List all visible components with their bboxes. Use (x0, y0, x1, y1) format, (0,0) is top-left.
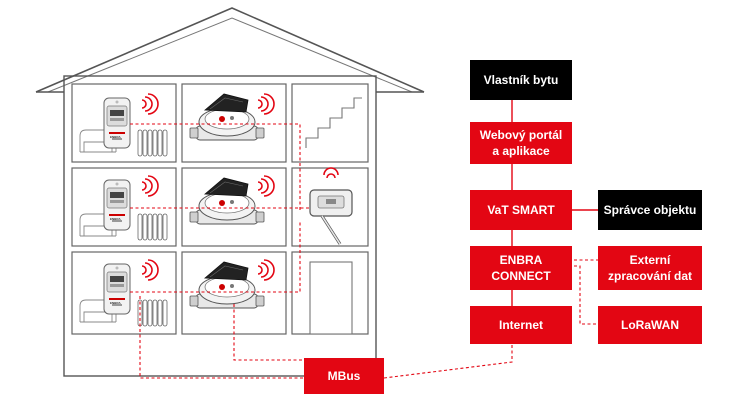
heat-meter-icon (103, 263, 131, 315)
node-internet-label: Internet (499, 318, 543, 332)
heat-meter-icon (103, 179, 131, 231)
node-manager-label: Správce objektu (604, 203, 697, 217)
node-mbus-label: MBus (328, 369, 361, 383)
node-external-label-2: zpracování dat (608, 269, 692, 283)
node-lorawan: LoRaWAN (598, 306, 702, 344)
house-roof (35, 7, 425, 93)
wifi-signal-icon (323, 167, 339, 179)
node-web-portal: Webový portál a aplikace (470, 122, 572, 164)
node-enbra-label-1: ENBRA (500, 253, 543, 267)
heat-meter-icon (103, 97, 131, 149)
connector-lines (130, 123, 600, 379)
node-owner: Vlastník bytu (470, 60, 572, 100)
stairs-icon (305, 97, 362, 148)
meter-brand-label: ENBRA (110, 301, 122, 305)
node-owner-label: Vlastník bytu (484, 73, 559, 87)
node-lorawan-label: LoRaWAN (621, 318, 679, 332)
door-icon (309, 261, 353, 335)
node-mbus: MBus (304, 358, 384, 394)
node-external: Externí zpracování dat (598, 246, 702, 290)
house-outline (63, 75, 377, 377)
node-portal-label-2: a aplikace (492, 144, 550, 158)
node-vat-smart: VaT SMART (470, 190, 572, 230)
meter-brand-label: ENBRA (110, 135, 122, 139)
node-manager: Správce objektu (598, 190, 702, 230)
node-portal-label-1: Webový portál (480, 128, 562, 142)
node-internet: Internet (470, 306, 572, 344)
flow-lines (511, 100, 598, 306)
heat-meters: ENBRA ENBRA ENBRA (103, 93, 159, 315)
node-enbra-label-2: CONNECT (491, 269, 551, 283)
node-vat-smart-label: VaT SMART (487, 203, 555, 217)
node-enbra-connect: ENBRA CONNECT (470, 246, 572, 290)
node-external-label-1: Externí (630, 253, 671, 267)
meter-brand-label: ENBRA (110, 217, 122, 221)
gateway-icon (309, 167, 353, 245)
